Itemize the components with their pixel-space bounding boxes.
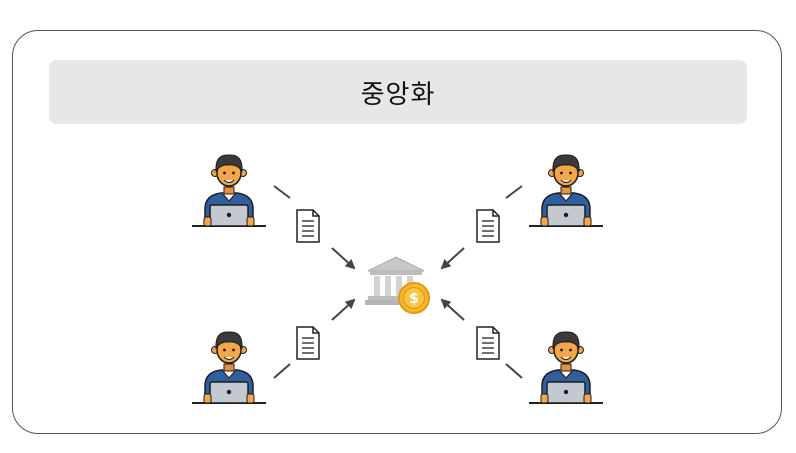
user-laptop-icon (191, 330, 267, 404)
document-icon (296, 209, 320, 243)
connector-line (273, 363, 291, 379)
title-bar: 중앙화 (49, 60, 747, 124)
connector-line (505, 185, 523, 199)
user-laptop-icon (191, 153, 267, 227)
arrow-to-center (331, 247, 356, 270)
user-laptop-icon (528, 153, 604, 227)
arrow-to-center (440, 247, 465, 270)
svg-text:$: $ (409, 291, 419, 307)
connector-line (505, 363, 523, 379)
arrow-to-center (331, 298, 356, 321)
bank-with-coin-icon: $ (365, 256, 430, 314)
document-icon (476, 326, 500, 360)
connector-line (273, 185, 291, 199)
document-icon (296, 326, 320, 360)
document-icon (476, 209, 500, 243)
arrow-to-center (440, 298, 465, 321)
diagram-title: 중앙화 (360, 79, 436, 110)
user-laptop-icon (528, 330, 604, 404)
